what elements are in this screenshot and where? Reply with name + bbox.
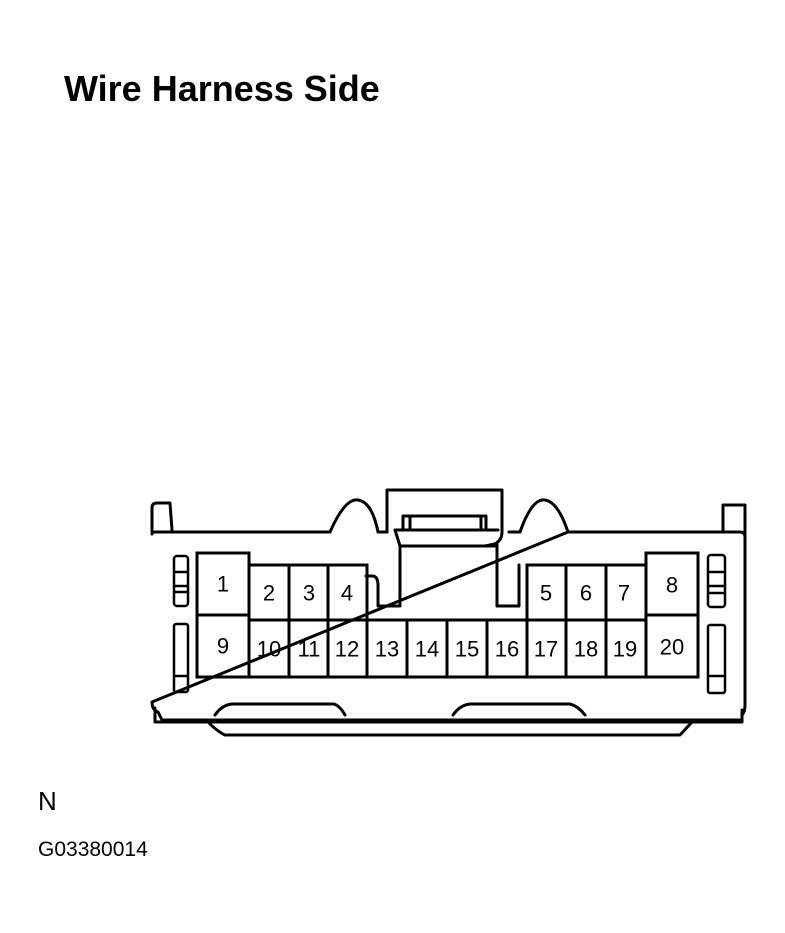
left-post: [150, 501, 174, 534]
right-side-slots: [706, 553, 727, 695]
pin-11-label: 11: [298, 637, 321, 662]
pin-13-label: 13: [375, 637, 399, 662]
bottom-foot: [206, 720, 694, 737]
center-channel: [364, 528, 402, 608]
pin-1-label: 1: [217, 572, 229, 597]
pin-14-label: 14: [415, 637, 439, 662]
bottom-rail: [153, 706, 744, 724]
right-post: [721, 503, 747, 536]
pin-grid: [195, 551, 700, 679]
pin-5-label: 5: [540, 581, 552, 606]
pin-18-label: 18: [574, 637, 598, 662]
pin-10-label: 10: [257, 637, 281, 662]
bottom-recess-right: [451, 702, 587, 717]
pin-16-label: 16: [495, 637, 519, 662]
pin-7-label: 7: [618, 581, 630, 606]
diagram-title: Wire Harness Side: [64, 68, 380, 109]
right-latch-hump: [518, 498, 570, 534]
pin-15-label: 15: [455, 637, 479, 662]
figure-id: G03380014: [38, 838, 148, 861]
lock-tab-inner: [401, 514, 488, 530]
left-side-slots: [172, 554, 190, 694]
pin-2-label: 2: [263, 581, 275, 606]
pin-19-label: 19: [613, 637, 637, 662]
pin-12-label: 12: [335, 637, 359, 662]
pin-3-label: 3: [303, 581, 315, 606]
housing-outline: [150, 530, 747, 722]
pin-20-label: 20: [660, 635, 684, 660]
pin-9-label: 9: [217, 634, 229, 659]
pin-8-label: 8: [666, 573, 678, 598]
pin-17-label: 17: [534, 637, 558, 662]
pin-4-label: 4: [341, 581, 353, 606]
orientation-label: N: [38, 786, 57, 816]
lock-tab-window: [408, 514, 483, 530]
bottom-recess-left: [213, 702, 347, 717]
pin-6-label: 6: [580, 581, 592, 606]
left-latch-hump: [328, 498, 380, 534]
center-channel-right: [495, 542, 521, 608]
